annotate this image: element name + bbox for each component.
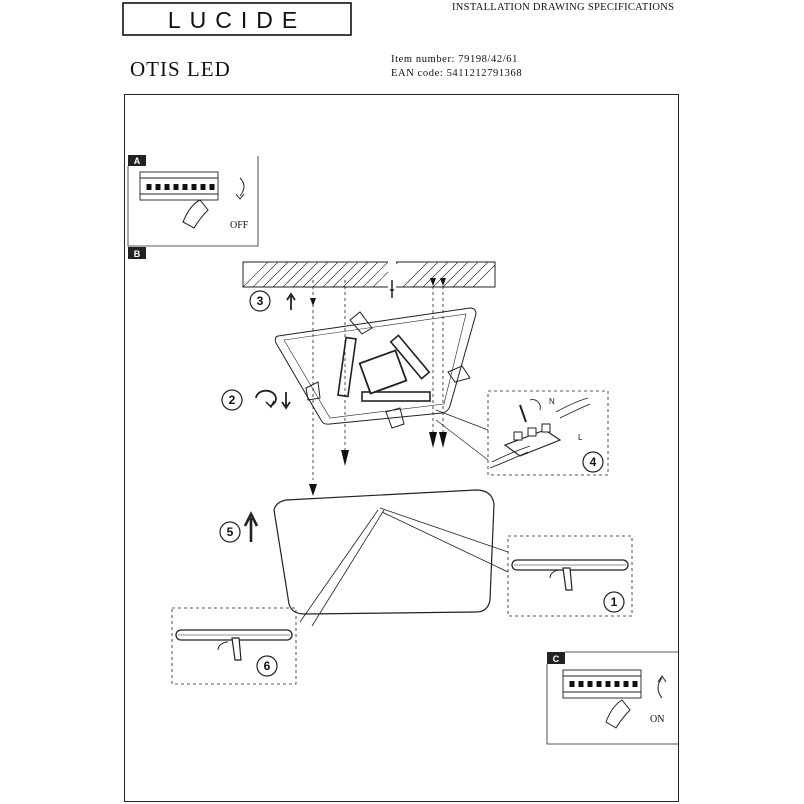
rotate-clockwise-icon [255, 389, 277, 407]
step-4-number: 4 [590, 455, 597, 469]
step-2-number: 2 [229, 393, 236, 407]
spec-title: INSTALLATION DRAWING SPECIFICATIONS [452, 2, 675, 13]
panel-b-tag: B [134, 249, 141, 259]
arrow-up-icon-5 [243, 511, 259, 542]
panel-c [546, 651, 678, 745]
arrow-down-icon [281, 392, 291, 410]
fixing-clips [305, 311, 471, 429]
mounting-plate [274, 307, 477, 429]
panel-b-tag-box [128, 247, 146, 259]
rotate-arrow-a [239, 177, 245, 197]
panel-c-label: ON [650, 714, 664, 725]
rotate-arrow-c [657, 677, 663, 699]
logo-text: LUCIDE [168, 7, 306, 33]
arrow-up-icon-3 [286, 292, 296, 310]
item-number: Item number: 79198/42/61 [391, 54, 518, 65]
lucide-logo: LUCIDE [122, 2, 352, 36]
panel-a-border [127, 156, 259, 247]
neutral-label: N [549, 397, 555, 406]
step-1-detail [507, 535, 633, 617]
led-strips [337, 334, 431, 402]
light-fixture [219, 489, 509, 627]
drawing-frame [124, 94, 679, 802]
step-2 [221, 389, 291, 411]
screws [309, 278, 447, 496]
ean-code: EAN code: 5411212791368 [391, 68, 523, 79]
panel-a [127, 155, 259, 247]
breaker-icon-a [139, 171, 245, 229]
step-5-number: 5 [227, 525, 234, 539]
product-name: OTIS LED [130, 57, 231, 81]
live-label: L [578, 433, 583, 442]
panel-a-label: OFF [230, 220, 249, 231]
step-3 [249, 290, 296, 312]
step-6-detail [171, 607, 297, 685]
panel-c-tag-box [547, 652, 565, 664]
panel-c-border [546, 664, 678, 745]
ceiling [242, 260, 496, 298]
step-6-number: 6 [264, 659, 271, 673]
panel-c-tag: C [553, 654, 560, 664]
panel-a-tag-box [128, 155, 146, 166]
logo-frame [122, 2, 352, 36]
step-3-number: 3 [257, 294, 264, 308]
breaker-icon-c [562, 669, 667, 729]
step-4-detail [435, 390, 609, 476]
step-1-number: 1 [611, 595, 618, 609]
panel-a-tag: A [134, 156, 141, 166]
